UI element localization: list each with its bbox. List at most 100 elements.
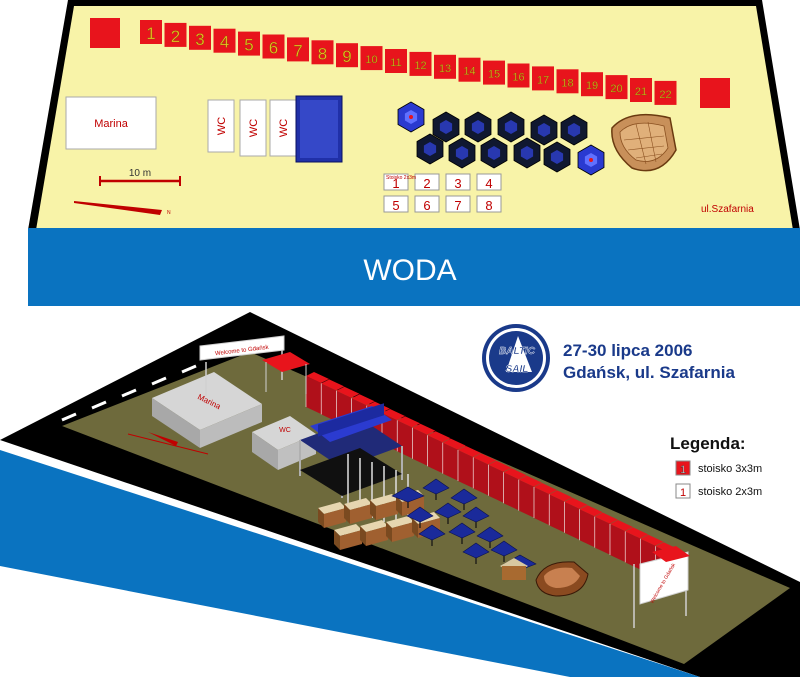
stall-box: [238, 31, 260, 56]
stall-3d-roof: [397, 416, 421, 428]
stall-3d-front: [321, 383, 337, 422]
legend-swatch-2x3: [675, 483, 691, 499]
legend-marker: 1: [680, 487, 686, 499]
legend-title: Legenda:: [670, 434, 746, 453]
stall-number: 6: [269, 39, 278, 58]
street-label: ul.Szafarnia: [701, 204, 754, 215]
stall-3d-front: [412, 427, 428, 466]
corner-square-right: [700, 78, 730, 108]
wc-label: WC: [248, 119, 260, 137]
legend-label-2x3: stoisko 2x3m: [698, 486, 762, 498]
hex-tent-top: [423, 142, 437, 156]
stall-3d-roof: [518, 475, 542, 487]
stall-3d-front: [534, 487, 549, 525]
booth-front: [376, 500, 398, 520]
marina-building: [65, 96, 157, 150]
event-location: Gdańsk, ul. Szafarnia: [563, 363, 735, 382]
legend-label-3x3: stoisko 3x3m: [698, 463, 762, 475]
hex-tent-top: [471, 120, 485, 134]
stall-3d-front: [564, 501, 580, 540]
umbrella-top: [450, 488, 478, 505]
corner-square-left: [90, 18, 120, 48]
water-label: WODA: [363, 254, 456, 287]
stall-3d-roof: [534, 483, 557, 494]
stall-number: 18: [561, 77, 573, 89]
small-stall-number: 5: [392, 198, 399, 213]
event-header: BALTIC SAIL 27-30 lipca 2006 Gdańsk, ul.…: [482, 324, 735, 392]
stall-number: 7: [293, 41, 302, 60]
stall-box: [164, 22, 187, 47]
perspective-view: Marina WC: [0, 312, 800, 677]
booth-roof: [344, 498, 372, 510]
stall-3d-roof: [594, 512, 618, 524]
stall-3d-front: [488, 464, 504, 503]
hex-tent-top: [567, 123, 581, 137]
baltic-sail-logo: BALTIC SAIL: [482, 324, 550, 392]
legend: Legenda: 1 stoisko 3x3m 1 stoisko 2x3m: [670, 434, 762, 499]
north-arrow-icon: [74, 201, 162, 215]
hex-tent-top: [537, 123, 551, 137]
stall-number: 13: [439, 63, 451, 75]
stall-box: [630, 78, 652, 102]
stall-3d-front: [549, 494, 565, 533]
stall-3d-roof: [321, 379, 345, 391]
wc-label: WC: [216, 117, 228, 135]
water-area: [28, 228, 800, 306]
logo-text-2: SAIL: [506, 364, 529, 375]
small-stall: [383, 195, 409, 213]
umbrella-top: [462, 506, 490, 523]
stall-3d-roof: [336, 386, 360, 398]
small-stall: [476, 173, 502, 191]
small-stall-number: 4: [485, 176, 492, 191]
stall-box: [434, 54, 456, 79]
gate-right: Welcome to Gdańsk: [633, 546, 690, 628]
stall-3d-roof: [306, 372, 329, 383]
stall-3d-front: [518, 479, 534, 518]
stall-3d-roof: [442, 438, 466, 450]
small-stall: [414, 195, 440, 213]
stall-box: [287, 37, 309, 62]
ground-arrow-icon: [127, 432, 209, 455]
stall-3d-roof: [640, 534, 664, 546]
stall-box: [262, 34, 285, 59]
legend-marker: 1: [680, 464, 686, 476]
stall-box: [189, 25, 211, 50]
small-stall-number: 3: [454, 176, 461, 191]
stall-box: [360, 46, 383, 71]
booth-side: [396, 496, 402, 516]
stage-top: [300, 100, 338, 158]
stall-box: [458, 57, 481, 82]
booth-front: [340, 530, 362, 550]
booth-front: [324, 508, 346, 528]
booth-front: [392, 522, 414, 542]
umbrella-top: [448, 522, 476, 539]
hex-tent-top: [520, 146, 534, 160]
stall-number: 11: [390, 57, 401, 69]
stall-box: [483, 60, 505, 85]
umbrella-top: [422, 478, 450, 495]
gate-left: Welcome to Gdańsk: [199, 335, 310, 396]
umbrellas-3d: [391, 478, 537, 580]
small-stall-number: 2: [423, 176, 430, 191]
stall-number: 15: [488, 69, 500, 81]
booth-front: [366, 526, 388, 546]
stall-3d-roof: [579, 505, 603, 517]
small-stall-number: 7: [454, 198, 461, 213]
stall-number: 19: [586, 80, 598, 92]
booth-roof: [386, 516, 414, 528]
stall-3d-front: [427, 435, 443, 474]
stall-number: 3: [195, 30, 204, 49]
stall-number: 12: [414, 60, 426, 72]
north-label: N: [167, 210, 171, 216]
hex-tent-top: [455, 146, 469, 160]
booth-roof: [370, 494, 398, 506]
kiosk-body: [502, 566, 526, 580]
stall-3d-front: [442, 442, 458, 481]
stall-number: 5: [244, 36, 253, 55]
stall-3d-front: [473, 457, 489, 496]
stall-3d-roof: [625, 527, 649, 539]
umbrella-top: [434, 502, 462, 519]
